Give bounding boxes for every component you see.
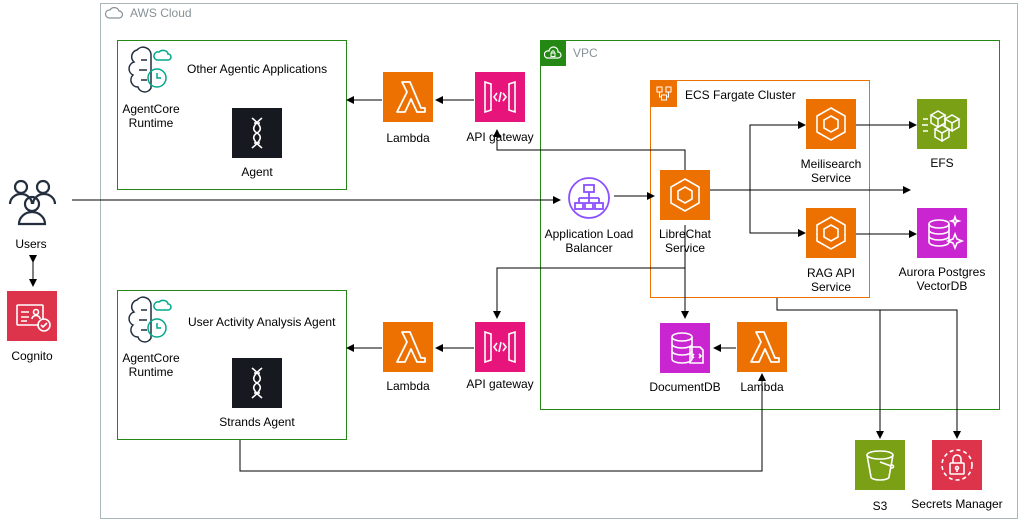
ecs-cluster-group	[650, 80, 870, 298]
cognito-label: Cognito	[11, 349, 53, 363]
meilisearch-label: Meilisearch Service	[800, 157, 862, 185]
s3-bucket-icon	[855, 440, 905, 490]
agentcore-runtime-bottom-label: AgentCore Runtime	[122, 351, 180, 379]
aws-cloud-title: AWS Cloud	[130, 6, 192, 20]
brain-icon	[119, 42, 175, 98]
alb-label: Application Load Balancer	[544, 227, 634, 255]
librechat-to-apigw-bottom-line	[493, 267, 685, 319]
secrets-manager-label: Secrets Manager	[911, 497, 1003, 511]
aws-cloud-group	[100, 3, 1018, 519]
rag-api-label: RAG API Service	[806, 266, 856, 294]
cluster-to-s3-line	[776, 298, 884, 439]
secrets-manager-icon	[932, 440, 982, 490]
apigw-top-label: API gateway	[466, 130, 534, 144]
dna-icon	[232, 108, 282, 158]
lambda-icon	[383, 72, 433, 122]
lambda-top-label: Lambda	[386, 131, 430, 145]
container-service-icon	[806, 99, 856, 149]
cognito-icon	[7, 291, 57, 341]
api-gateway-icon	[475, 72, 525, 122]
aurora-label: Aurora Postgres VectorDB	[898, 265, 986, 293]
load-balancer-icon	[561, 170, 617, 226]
s3-label: S3	[872, 499, 888, 513]
agent-bottom-label: Strands Agent	[219, 415, 295, 429]
librechat-to-rag-line	[749, 190, 806, 237]
dna-icon	[232, 358, 282, 408]
agent-to-lambda-vpc-line	[239, 373, 766, 472]
lambda-vpc-label: Lambda	[740, 380, 784, 394]
agentcore-runtime-top-label: AgentCore Runtime	[122, 102, 180, 130]
cluster-to-secrets-line	[880, 309, 961, 439]
brain-icon	[119, 292, 175, 348]
librechat-to-apigw-top-line	[493, 129, 686, 175]
ecs-cluster-title: ECS Fargate Cluster	[685, 88, 796, 102]
vpc-lock-icon	[540, 40, 566, 66]
vpc-title: VPC	[573, 46, 598, 60]
lambda-bottom-label: Lambda	[386, 379, 430, 393]
lambda-icon	[737, 322, 787, 372]
runtime-bottom-title: User Activity Analysis Agent	[188, 315, 336, 329]
efs-icon	[917, 99, 967, 149]
agent-top-label: Agent	[241, 165, 273, 179]
runtime-top-title: Other Agentic Applications	[187, 62, 328, 76]
users-icon	[5, 172, 61, 228]
container-service-icon	[660, 170, 710, 220]
apigw-bottom-label: API gateway	[466, 377, 534, 391]
documentdb-icon	[660, 323, 710, 373]
cloud-icon	[104, 5, 124, 21]
librechat-label: LibreChat Service	[658, 227, 712, 255]
lambda-icon	[383, 322, 433, 372]
users-label: Users	[15, 237, 47, 251]
documentdb-label: DocumentDB	[649, 380, 721, 394]
aurora-icon	[917, 208, 967, 258]
vpc-group	[540, 40, 1000, 410]
container-service-icon	[806, 208, 856, 258]
api-gateway-icon	[475, 322, 525, 372]
librechat-to-meilisearch-line	[749, 121, 806, 190]
efs-label: EFS	[930, 156, 954, 170]
ecs-cluster-icon	[651, 81, 677, 107]
